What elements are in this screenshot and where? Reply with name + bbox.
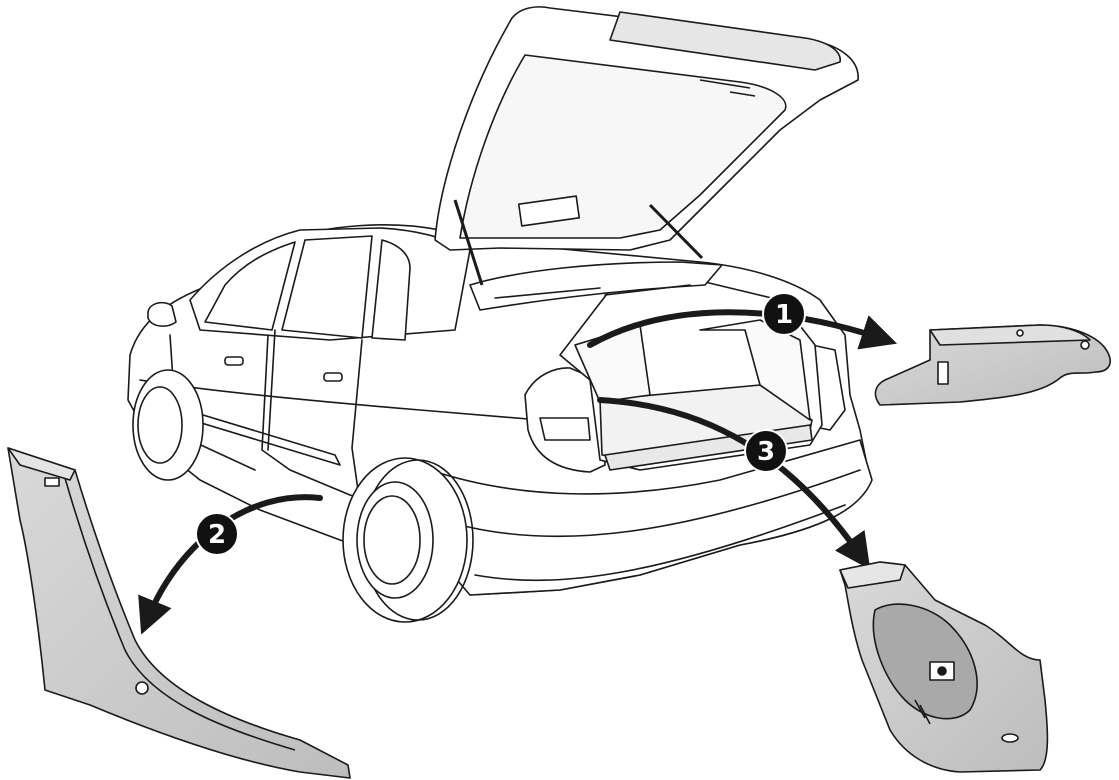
part-2-trim	[7, 447, 351, 779]
front-door-handle	[224, 356, 244, 366]
marker-3-label: 3	[757, 437, 775, 467]
marker-1-circle	[762, 292, 806, 336]
panel-3-hole	[1001, 733, 1019, 743]
part-3-panel	[839, 561, 1049, 773]
panel-3-top	[839, 561, 906, 589]
tailgate-detail	[699, 79, 756, 97]
side-window-quarter	[371, 239, 411, 341]
marker-2-label: 2	[208, 520, 226, 550]
trim-2-edge	[21, 464, 296, 751]
marker-3: 3	[744, 429, 788, 473]
gas-strut-left	[453, 199, 484, 286]
arrow-1	[587, 309, 898, 350]
bumper-lower	[474, 504, 846, 582]
marker-2-circle	[195, 512, 239, 556]
trim-2-top	[7, 447, 76, 481]
gas-strut-right	[648, 203, 704, 260]
side-window-front	[204, 241, 296, 331]
rear-lamp-left-lens	[539, 417, 591, 441]
tailgate	[434, 6, 859, 286]
rear-lamp-left	[524, 367, 606, 473]
parcel-shelf-slot	[494, 284, 691, 299]
trim-2-clip	[44, 477, 60, 487]
rear-wheel	[342, 457, 474, 623]
panel-3-recess	[872, 603, 978, 720]
marker-1-label: 1	[775, 300, 793, 330]
rear-door-handle	[323, 372, 343, 382]
tailgate-handle	[517, 195, 581, 227]
rear-rim-inner	[363, 495, 421, 585]
arrow-3	[597, 397, 871, 570]
side-window-rear	[281, 235, 373, 339]
bumper-strip	[459, 469, 861, 538]
trim-2-shape	[7, 447, 351, 779]
rear-door-edge	[351, 339, 363, 491]
tailgate-spoiler	[609, 11, 841, 71]
panel-1-flange	[929, 324, 1091, 346]
panel-1-hole	[1080, 340, 1090, 350]
marker-3-circle	[744, 429, 788, 473]
b-pillar	[267, 329, 276, 451]
boot-side-trim-right	[699, 319, 811, 421]
trim-2-hole	[135, 681, 149, 695]
car-body	[127, 224, 873, 596]
part-1-panel	[874, 324, 1111, 406]
parcel-shelf	[469, 261, 723, 311]
front-rim	[137, 386, 183, 464]
tailgate-glass	[459, 54, 787, 239]
front-wheel	[132, 369, 204, 481]
rear-bumper	[429, 439, 873, 596]
panel-3-edge	[914, 699, 931, 725]
marker-1: 1	[762, 292, 806, 336]
side-mirror	[147, 301, 177, 327]
marker-2: 2	[195, 512, 239, 556]
panel-3-bolt	[937, 666, 947, 676]
rear-rim	[356, 481, 434, 599]
panel-1-shape	[874, 324, 1111, 406]
panel-1-hole-2	[1016, 329, 1024, 337]
panel-1-slot	[937, 361, 949, 385]
